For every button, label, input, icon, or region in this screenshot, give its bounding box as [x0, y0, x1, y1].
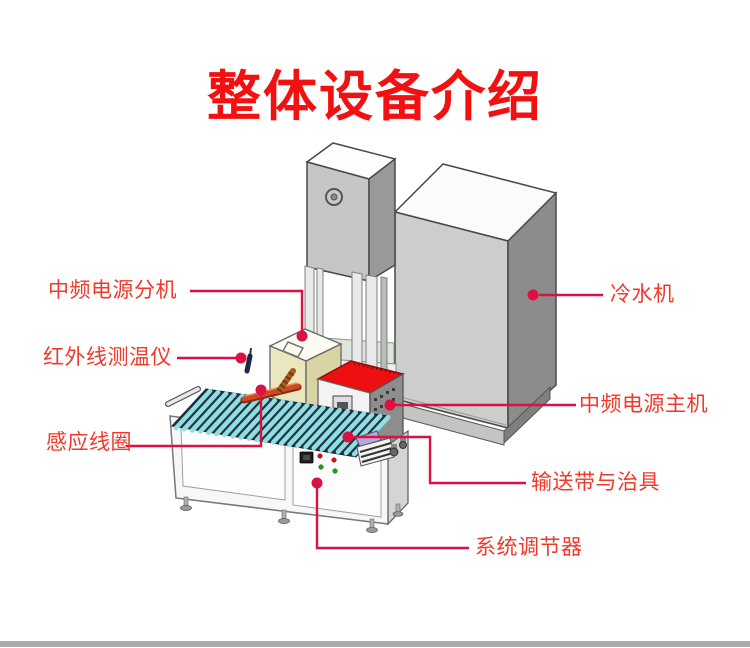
caster-wheel-icon [399, 441, 407, 449]
dot-chiller [527, 289, 539, 301]
induction-coil-icon [240, 368, 302, 404]
red-led-icon [331, 457, 337, 463]
chiller-cabinet-icon [393, 163, 558, 446]
leader-induction-coil [126, 395, 263, 448]
red-led-icon [317, 453, 323, 459]
dot-infrared-thermometer [235, 352, 247, 364]
fixture-tray-icon [355, 430, 407, 467]
green-led-icon [318, 464, 324, 470]
dot-power-sub-unit [296, 330, 308, 342]
label-power-sub-unit: 中频电源分机 [48, 278, 177, 302]
dot-system-regulator [311, 477, 323, 489]
page-title: 整体设备介绍 [207, 65, 543, 128]
label-chiller: 冷水机 [610, 282, 675, 306]
leader-lines [126, 289, 603, 550]
caster-wheel-icon [389, 447, 399, 457]
label-power-main-unit: 中频电源主机 [579, 392, 708, 416]
leader-power-sub-unit [190, 289, 304, 331]
bottom-divider-bar [0, 641, 750, 647]
label-induction-coil: 感应线圈 [46, 430, 132, 454]
label-system-regulator: 系统调节器 [475, 535, 583, 559]
infrared-thermometer-icon [244, 347, 253, 374]
leader-system-regulator [315, 488, 469, 550]
label-infrared-thermometer: 红外线测温仪 [43, 345, 172, 369]
leader-conveyor-fixture [353, 435, 526, 485]
cabinet-feet [180, 496, 404, 533]
label-conveyor-fixture: 输送带与治具 [531, 470, 660, 494]
dot-induction-coil [255, 384, 267, 396]
handle-icon [281, 341, 305, 358]
conveyor-rollers-icon [165, 386, 391, 458]
green-led-icon [332, 468, 338, 474]
leader-dots [235, 289, 539, 489]
dot-conveyor-fixture [342, 431, 354, 443]
dot-power-main-unit [384, 399, 396, 411]
